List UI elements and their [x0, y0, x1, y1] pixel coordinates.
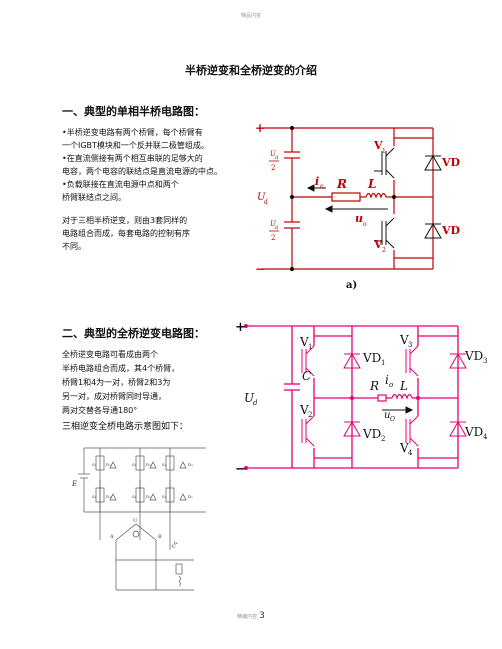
- section2-subheading: 三相逆变全桥电路示意图如下：: [62, 422, 189, 432]
- tp-s2: S₂: [162, 494, 167, 499]
- text-line: 一个IGBT模块和一个反并联二极管组成。: [62, 141, 209, 150]
- cap-bot-sub: d: [275, 225, 279, 231]
- tp-s4: S₄: [92, 494, 97, 499]
- uo-sub: o: [363, 221, 367, 228]
- tp-ia: iₐ: [174, 540, 178, 546]
- fb-minus-label: −: [235, 462, 246, 477]
- cap-bot-den: 2: [271, 234, 275, 242]
- half-bridge-diagram: + − U d U d 2 U d 2 V 1 V 2 VD 1 VD 2 i …: [255, 121, 460, 291]
- full-bridge-diagram: + − U d C V 1 V 2 V 3 V 4 VD 1 VD 2 VD 3…: [235, 320, 488, 477]
- fb-plus-label: +: [235, 320, 246, 335]
- section2-heading: 二、典型的全桥逆变电路图：: [62, 327, 205, 340]
- cap-top-label: U: [270, 150, 277, 158]
- io-label: i: [315, 175, 319, 188]
- fb-v4-sub: 4: [408, 449, 413, 457]
- fb-r-label: R: [369, 379, 379, 393]
- tp-c: C: [172, 544, 176, 550]
- l-label: L: [367, 177, 376, 191]
- tp-b: B: [158, 534, 162, 540]
- fb-v3-sub: 3: [408, 341, 412, 349]
- text-line: 电容，两个电容的联结点是直流电源的中点。: [62, 167, 222, 176]
- tp-s3: S₃: [132, 462, 137, 467]
- fb-vd2-sub: 2: [381, 435, 385, 443]
- cap-top-sub: d: [275, 155, 279, 161]
- page-header: 精品内容: [240, 13, 261, 19]
- tp-s6: S₆: [132, 494, 137, 499]
- tp-s5: S₅: [162, 462, 167, 467]
- tp-d4: D₄: [106, 494, 111, 499]
- section1-text: •半桥逆变电路有两个桥臂，每个桥臂有 一个IGBT模块和一个反并联二极管组成。 …: [62, 126, 267, 253]
- fb-v2-label: V: [299, 403, 309, 417]
- fb-v3-label: V: [399, 333, 409, 347]
- fb-vd2-label: VD: [362, 427, 381, 441]
- fb-uo-label: u: [384, 410, 390, 421]
- tp-d6: D₆: [146, 494, 151, 499]
- ud-label: U: [257, 192, 266, 203]
- fb-vd3-sub: 3: [483, 357, 487, 365]
- fb-ud-sub: d: [253, 399, 258, 407]
- page-title: 半桥逆变和全桥逆变的介绍: [185, 64, 317, 77]
- r-label: R: [336, 177, 347, 191]
- tp-d5: D₅: [188, 462, 193, 467]
- text-line: 桥臂1和4为一对，桥臂2和3为: [62, 378, 171, 387]
- fb-vd3-label: VD: [464, 349, 483, 363]
- text-line: 不同。: [62, 242, 86, 251]
- text-line: 对于三相半桥逆变，则由3套同样的: [62, 216, 188, 225]
- v2-sub: 2: [382, 247, 386, 254]
- page-number: 3: [259, 611, 265, 621]
- text-line: 电路组合而成，每套电路的控制有序: [62, 229, 190, 238]
- fb-v1-label: V: [299, 335, 309, 349]
- fb-vd1-sub: 1: [381, 359, 385, 367]
- footer-label: 精编内容: [237, 614, 258, 620]
- fb-l-label: L: [399, 379, 408, 393]
- uo-label: u: [355, 212, 363, 225]
- text-line: 半桥电路组合而成，其4个桥臂，: [62, 364, 180, 373]
- text-line: •半桥逆变电路有两个桥臂，每个桥臂有: [62, 128, 203, 137]
- fb-vd1-label: VD: [362, 351, 381, 365]
- text-line: 全桥逆变电路可看成由两个: [62, 350, 158, 359]
- text-line: 桥臂联结点之间。: [62, 193, 126, 202]
- v1-label: V: [373, 139, 383, 152]
- fb-c-label: C: [302, 369, 311, 383]
- section1-heading: 一、典型的单相半桥电路图：: [62, 105, 205, 118]
- text-line: 另一对，成对桥臂同时导通，: [62, 392, 166, 401]
- io-sub: o: [320, 183, 324, 190]
- fb-v4-label: V: [399, 441, 409, 455]
- tp-d1: D₁: [106, 462, 111, 467]
- tp-s1: S₁: [92, 462, 97, 467]
- text-line: •在直流侧接有两个相互串联的足够大的: [62, 154, 203, 163]
- fb-vd4-label: VD: [464, 425, 483, 439]
- plus-label: +: [255, 121, 265, 135]
- tp-d3: D₃: [146, 462, 151, 467]
- fb-ud-label: U: [244, 391, 255, 405]
- ud-sub: d: [264, 199, 268, 206]
- figure-caption: a): [346, 280, 357, 291]
- v2-label: V: [373, 238, 383, 251]
- fb-vd4-sub: 4: [483, 433, 488, 441]
- v1-sub: 1: [382, 148, 386, 155]
- minus-label: −: [255, 262, 265, 276]
- tp-e-label: E: [71, 480, 77, 488]
- fb-uo-sub: O: [390, 416, 395, 423]
- tp-u: U: [133, 518, 137, 524]
- three-phase-diagram: E S₁ D₁ S₃ D₃ S₅ D₅ S₄ D₄ S₆ D₆ S₂ D₂ A …: [71, 447, 206, 591]
- fb-io-label: i: [385, 373, 389, 387]
- vd1-label: VD: [441, 156, 460, 169]
- text-line: 两对交替各导通180°: [62, 406, 138, 415]
- text-line: •负载联接在直流电源中点和两个: [62, 180, 179, 189]
- cap-top-den: 2: [271, 164, 275, 172]
- tp-d2: D₂: [188, 494, 193, 499]
- tp-a: A: [109, 534, 114, 540]
- vd2-label: VD: [441, 224, 460, 237]
- cap-bot-label: U: [270, 220, 277, 228]
- fb-v2-sub: 2: [308, 411, 312, 419]
- section2-text: 全桥逆变电路可看成由两个 半桥电路组合而成，其4个桥臂， 桥臂1和4为一对，桥臂…: [62, 348, 237, 418]
- fb-io-sub: o: [389, 381, 393, 389]
- fb-v1-sub: 1: [308, 343, 312, 351]
